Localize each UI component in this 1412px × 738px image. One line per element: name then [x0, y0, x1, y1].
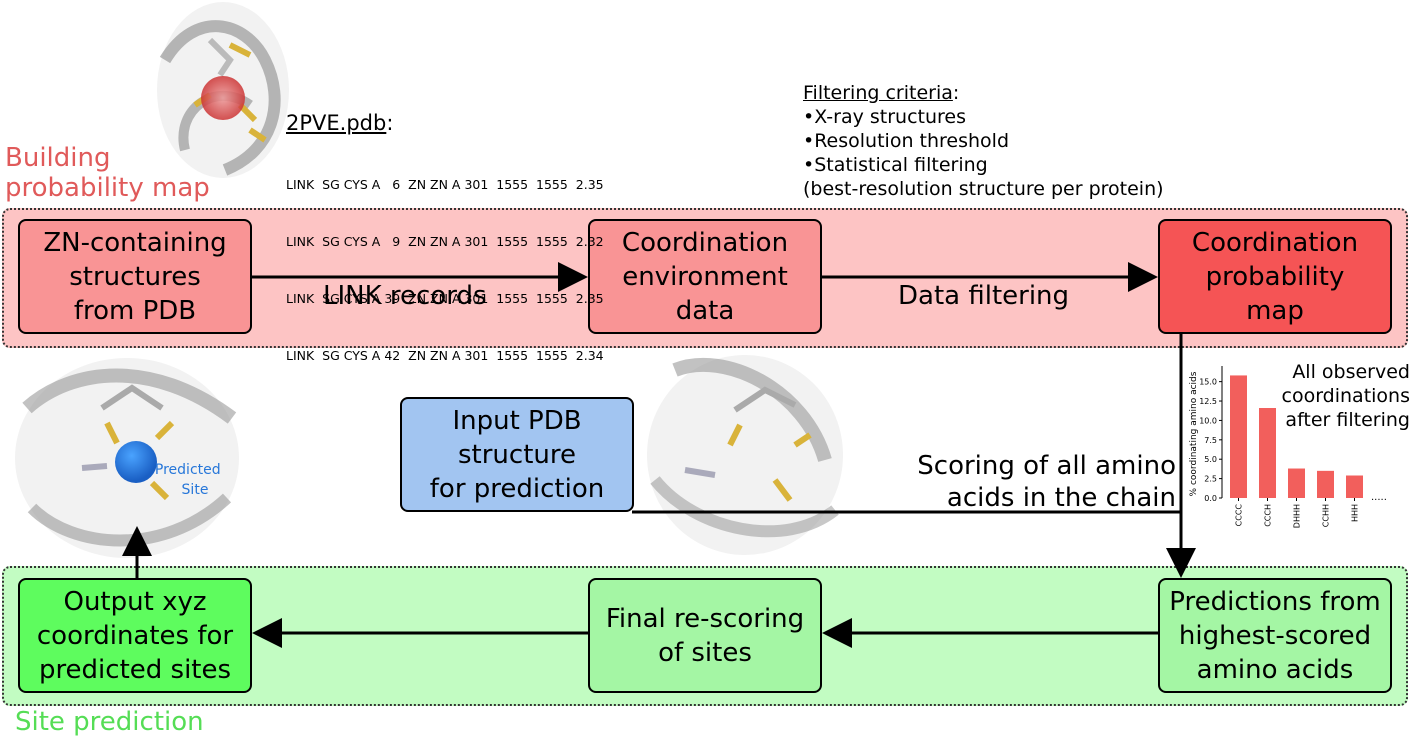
coordination-environment-box: Coordination environment data: [588, 219, 822, 334]
arrow-rescoring-to-output-head: [252, 618, 282, 648]
arrow-link-records-head: [558, 262, 588, 292]
pdb-example-filename: 2PVE.pdb: [286, 111, 387, 135]
y-tick-label: 7.5: [1204, 436, 1217, 445]
y-axis-label: % coordinating amino acids: [1189, 371, 1199, 496]
y-tick-label: 12.5: [1199, 397, 1217, 406]
coordination-probability-map-box: Coordination probability map: [1158, 219, 1392, 334]
predictions-box: Predictions from highest-scored amino ac…: [1158, 578, 1392, 693]
x-tick-label: HHH: [1351, 504, 1360, 522]
x-tick-label: DHHH: [1293, 504, 1302, 528]
bar-hhh: [1346, 475, 1363, 498]
filtering-criteria-item: (best-resolution structure per protein): [803, 178, 1164, 200]
pdb-link-lines: LINK SG CYS A 6 ZN ZN A 301 1555 1555 2.…: [286, 137, 604, 384]
filtering-criteria-item: •Statistical filtering: [803, 154, 988, 176]
x-tick-label: CCCH: [1264, 504, 1273, 527]
edge-label-scoring: Scoring of all amino acids in the chain: [917, 451, 1176, 513]
coordination-bar-chart: % coordinating amino acids 0.0 2.5 5.0 7.5 10…: [1189, 366, 1387, 528]
bar-ccch: [1259, 408, 1276, 498]
pdb-example-title: 2PVE.pdb:: [286, 111, 393, 135]
arrow-map-to-predictions-head: [1166, 548, 1196, 578]
predicted-site-line-1: Predicted: [155, 462, 221, 478]
arrow-output-to-site-head: [122, 526, 152, 556]
pdb-example-colon: :: [386, 111, 394, 135]
bar-dhhh: [1288, 468, 1305, 498]
bar-cchh: [1317, 470, 1334, 498]
predicted-site-line-2: Site: [182, 482, 209, 498]
y-tick-label: 10.0: [1199, 416, 1217, 425]
x-tick-label: CCHH: [1322, 504, 1331, 527]
protein-structure-middle-image: [647, 355, 843, 555]
section-label-prediction: Site prediction: [15, 707, 204, 737]
x-axis-trailing-dots: .....: [1371, 492, 1387, 503]
filtering-criteria-title: Filtering criteria: [803, 82, 953, 104]
filtering-criteria-heading: Filtering criteria:: [803, 81, 1164, 105]
arrow-predictions-to-rescoring-head: [822, 618, 852, 648]
predicted-site-label: Predicted Site: [155, 462, 225, 498]
filtering-criteria-item: •X-ray structures: [803, 106, 966, 128]
pdb-link-line: LINK SG CYS A 39 ZN ZN A 301 1555 1555 2…: [286, 291, 604, 306]
x-tick-label: CCCC: [1235, 504, 1244, 527]
y-tick-label: 2.5: [1204, 475, 1217, 484]
protein-structure-top-image: [157, 2, 289, 178]
input-pdb-box: Input PDB structure for prediction: [400, 397, 634, 512]
final-rescoring-box: Final re-scoring of sites: [588, 578, 822, 693]
bar-cccc: [1230, 375, 1247, 498]
chart-note: All observed coordinations after filteri…: [1281, 361, 1411, 431]
section-label-building: Building probability map: [5, 143, 210, 203]
y-tick-label: 15.0: [1199, 378, 1217, 387]
protein-structure-left-image: Predicted Site: [15, 358, 239, 558]
filtering-criteria-colon: :: [952, 82, 960, 104]
zn-structures-box: ZN-containing structures from PDB: [18, 219, 252, 334]
filtering-criteria-item: •Resolution threshold: [803, 130, 1010, 152]
edge-label-data-filtering: Data filtering: [898, 281, 1070, 311]
pdb-link-line: LINK SG CYS A 9 ZN ZN A 301 1555 1555 2.…: [286, 234, 604, 249]
pdb-link-line: LINK SG CYS A 6 ZN ZN A 301 1555 1555 2.…: [286, 177, 604, 192]
edge-label-link-records: LINK records: [323, 281, 487, 311]
y-tick-label: 0.0: [1204, 494, 1217, 503]
output-xyz-box: Output xyz coordinates for predicted sit…: [18, 578, 252, 693]
arrow-data-filtering-head: [1128, 262, 1158, 292]
pdb-link-line: LINK SG CYS A 42 ZN ZN A 301 1555 1555 2…: [286, 348, 604, 363]
y-tick-label: 5.0: [1204, 455, 1217, 464]
filtering-criteria: Filtering criteria: •X-ray structures •R…: [803, 81, 1164, 201]
